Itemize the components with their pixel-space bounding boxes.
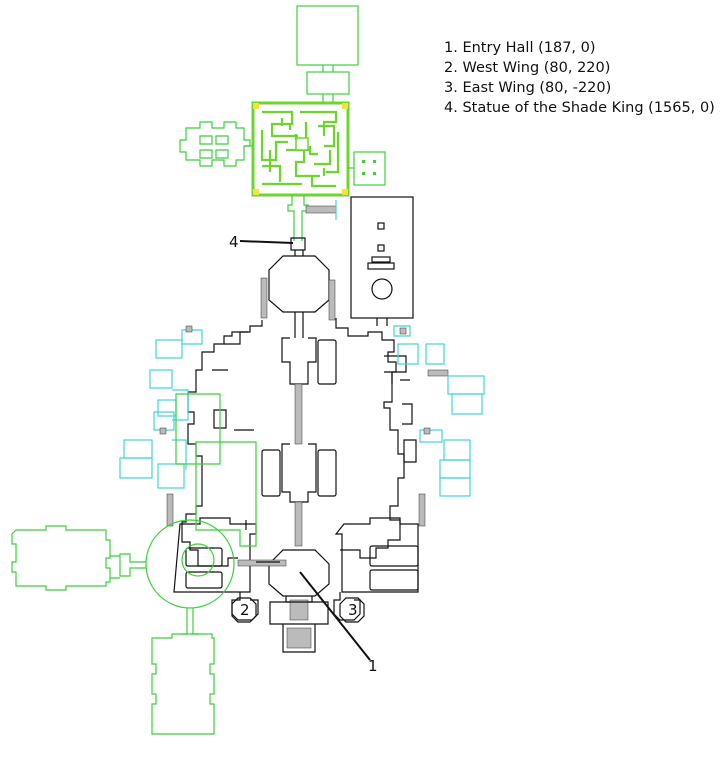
legend-text: Entry Hall (187, 0) [462,40,596,56]
cyan-east-rooms [393,325,485,497]
legend-item: 1. Entry Hall (187, 0) [444,38,715,58]
legend-text: East Wing (80, -220) [462,80,612,96]
maze-east-annex [348,151,386,186]
cyan-west-rooms [119,325,221,489]
marker-1-label: 1 [368,657,378,675]
legend-number: 1. [444,40,458,56]
north-chamber [296,5,359,102]
map-legend: 1. Entry Hall (187, 0) 2. West Wing (80,… [444,38,715,118]
marker-2-shape [231,597,257,623]
leader-lines [239,240,371,661]
legend-item: 4. Statue of the Shade King (1565, 0) [444,98,715,118]
statue-hall [260,237,336,338]
legend-number: 2. [444,60,458,76]
main-dungeon [166,318,426,567]
legend-item: 2. West Wing (80, 220) [444,58,715,78]
marker-3-shape [339,597,365,623]
legend-text: Statue of the Shade King (1565, 0) [462,100,715,116]
maze-west-annex [179,121,253,167]
marker-2-label: 2 [240,601,250,619]
legend-number: 4. [444,100,458,116]
temple-room [350,196,414,326]
marker-4-label: 4 [229,233,239,251]
legend-number: 3. [444,80,458,96]
legend-item: 3. East Wing (80, -220) [444,78,715,98]
maze [251,101,350,197]
green-far-west-room [11,525,120,591]
legend-text: West Wing (80, 220) [462,60,611,76]
marker-3-label: 3 [348,601,358,619]
green-south-room [151,633,215,735]
green-west-hall [119,441,257,635]
maze-south-connector [287,195,337,241]
